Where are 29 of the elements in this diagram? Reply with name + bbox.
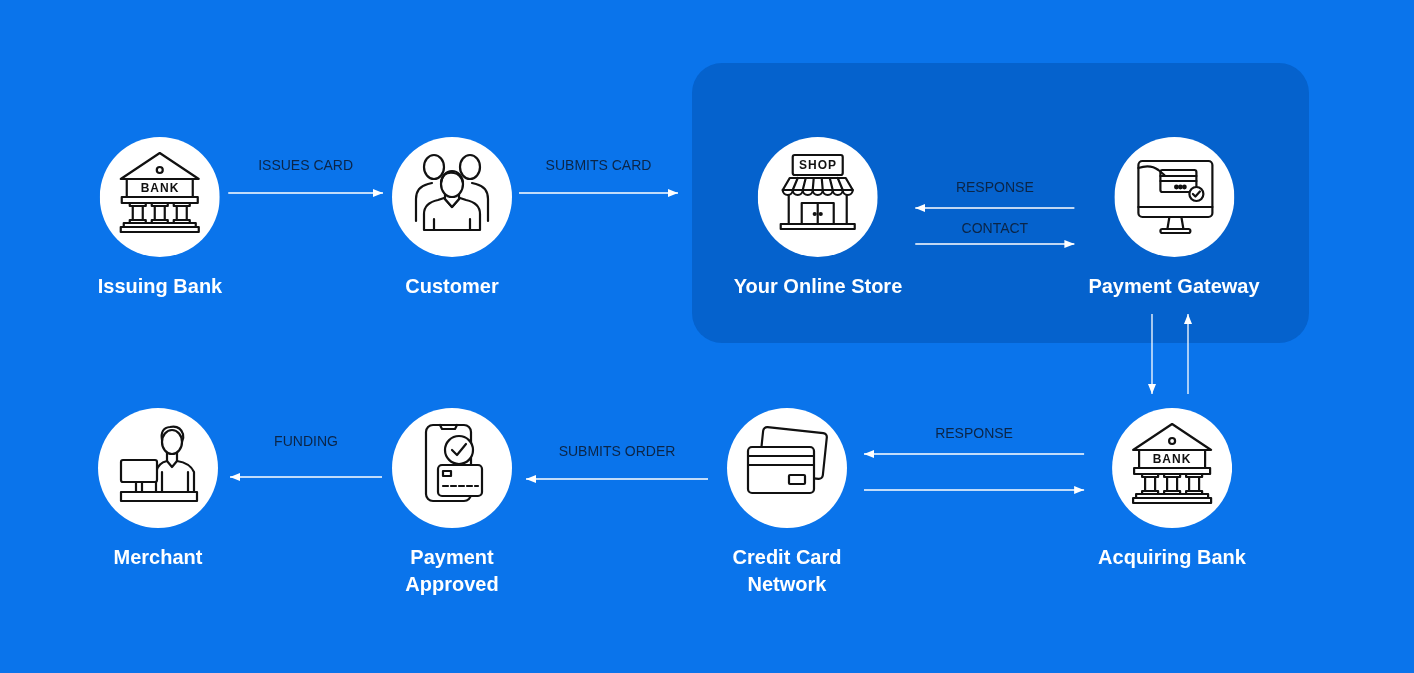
arrow [518, 189, 679, 197]
arrow [227, 189, 384, 197]
edge-label: FUNDING [274, 432, 338, 450]
arrow [525, 475, 709, 483]
edge-label: SUBMITS ORDER [558, 442, 676, 460]
node-caption: Your Online Store [733, 274, 903, 299]
node-caption: Payment Gateway [1088, 274, 1260, 299]
node-caption: Customer [405, 274, 499, 299]
edge-label: RESPONSE [935, 424, 1013, 442]
node-caption: Credit Card Network [731, 545, 843, 597]
arrow [914, 204, 1076, 212]
edge-label: SUBMITS CARD [545, 156, 652, 174]
arrow [863, 486, 1085, 494]
arrow [863, 450, 1085, 458]
arrow [229, 473, 383, 481]
arrow [914, 240, 1076, 248]
sign-text: SHOP [799, 159, 837, 171]
node-caption: Merchant [113, 545, 203, 570]
sign-text: BANK [140, 182, 180, 194]
node-caption: Issuing Bank [97, 274, 223, 299]
edge-label: RESPONSE [955, 178, 1034, 196]
node-caption: Acquiring Bank [1098, 545, 1246, 570]
arrow [1184, 313, 1192, 395]
panel [692, 63, 1309, 343]
sign-text: BANK [1152, 453, 1192, 465]
edge-label: ISSUES CARD [258, 156, 354, 174]
edge-label: CONTACT [961, 219, 1029, 237]
arrow [1148, 313, 1156, 395]
node-caption: Payment Approved [404, 545, 500, 597]
